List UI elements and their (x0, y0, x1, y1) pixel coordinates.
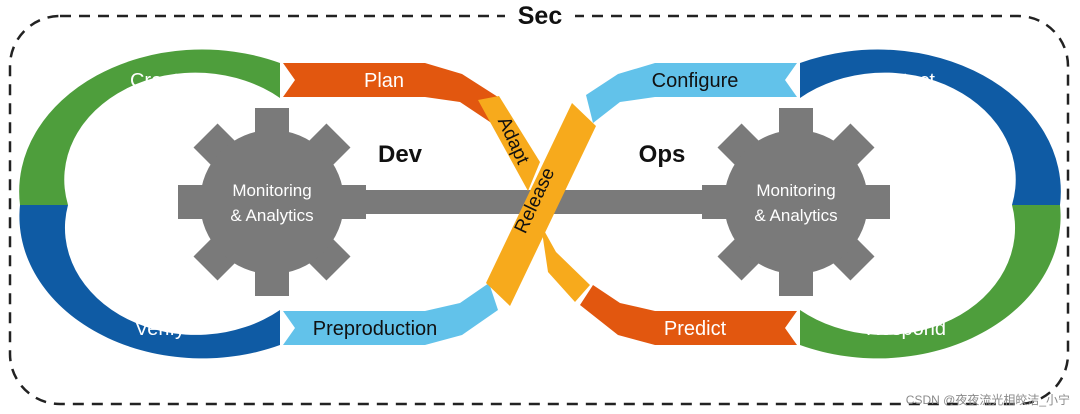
label-adapt: Adapt (493, 114, 533, 169)
segment-create (19, 49, 281, 205)
gear-right-line1: Monitoring (756, 181, 835, 200)
segment-predict (580, 285, 797, 345)
label-create: Create (130, 70, 190, 92)
watermark: CSDN @夜夜流光相皎洁_小宁 (906, 392, 1070, 407)
gear-left-line2: & Analytics (230, 206, 313, 225)
label-ops: Ops (639, 141, 686, 168)
gear-left (178, 108, 366, 296)
segment-release (486, 103, 596, 306)
segment-configure (586, 63, 797, 123)
label-verify: Verify (135, 318, 185, 340)
sec-label-backdrop (505, 0, 575, 30)
segment-verify (19, 205, 280, 359)
segment-plan (283, 63, 498, 124)
segment-adapt (478, 96, 540, 191)
label-plan: Plan (364, 70, 404, 92)
label-preproduction: Preproduction (313, 318, 438, 340)
segment-detect (800, 49, 1061, 205)
sec-label: Sec (518, 2, 563, 30)
gear-left-line1: Monitoring (232, 181, 311, 200)
gear-right-line2: & Analytics (754, 206, 837, 225)
label-predict: Predict (664, 318, 727, 340)
gear-right (702, 108, 890, 296)
label-dev: Dev (378, 141, 423, 168)
segment-respond (800, 205, 1061, 359)
segment-preproduction (283, 283, 498, 345)
release-tail (541, 225, 590, 302)
label-respond: Respond (866, 318, 946, 340)
label-configure: Configure (652, 70, 739, 92)
label-detect: Detect (877, 70, 935, 92)
